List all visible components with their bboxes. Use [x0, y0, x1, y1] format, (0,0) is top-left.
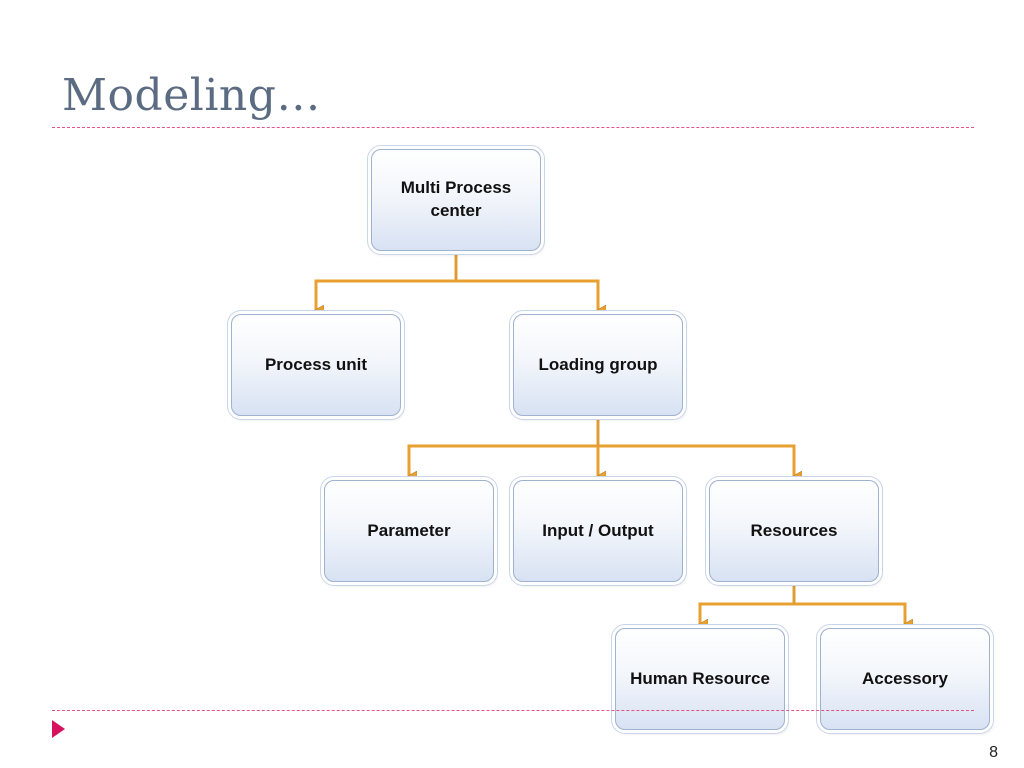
- node-label: Loading group: [538, 354, 658, 374]
- node-accessory[interactable]: Accessory: [820, 628, 990, 730]
- node-label: Accessory: [861, 668, 948, 688]
- node-label: Human Resource: [630, 668, 770, 688]
- connector-loading-to-resources: [598, 444, 794, 476]
- node-label: Process unit: [264, 354, 368, 374]
- node-resources[interactable]: Resources: [709, 480, 879, 582]
- node-label: Multi Process center: [400, 178, 512, 220]
- connector-root-to-loading-group: [456, 279, 598, 310]
- connector-resources-to-human-resource: [700, 582, 796, 624]
- node-label: Resources: [750, 520, 838, 540]
- play-triangle-icon: [52, 720, 65, 738]
- page-number: 8: [989, 744, 998, 761]
- top-divider: [52, 127, 974, 128]
- slide-title: Modeling…: [62, 70, 321, 121]
- node-parameter[interactable]: Parameter: [324, 480, 494, 582]
- connector-resources-to-accessory: [794, 602, 905, 624]
- node-loading-group[interactable]: Loading group: [513, 314, 683, 416]
- node-label: Parameter: [367, 520, 451, 540]
- bottom-divider: [52, 710, 974, 711]
- node-input-output[interactable]: Input / Output: [513, 480, 683, 582]
- node-human-resource[interactable]: Human Resource: [615, 628, 785, 730]
- node-label: Input / Output: [542, 520, 654, 540]
- connector-root-to-process-unit: [316, 251, 458, 310]
- node-process-unit[interactable]: Process unit: [231, 314, 401, 416]
- node-multi-process-center[interactable]: Multi Process center: [371, 149, 541, 251]
- connector-loading-to-parameter: [409, 416, 600, 476]
